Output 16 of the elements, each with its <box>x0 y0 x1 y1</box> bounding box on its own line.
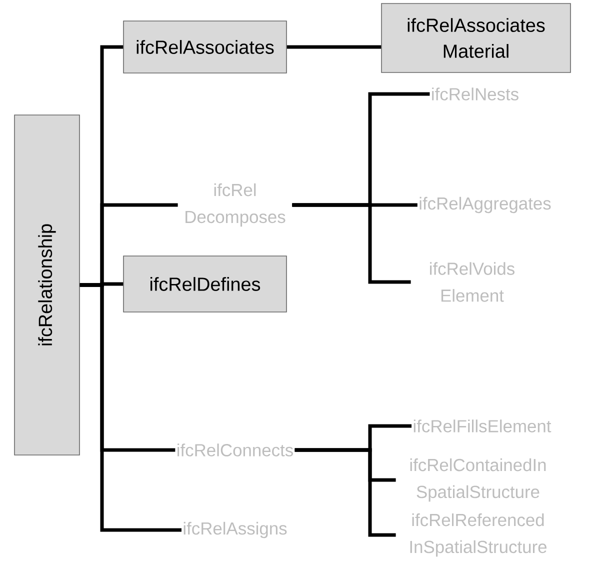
class-name: ifcRelNests <box>432 88 518 100</box>
connector-line <box>286 45 382 49</box>
class-name: ifcRelAssigns <box>184 522 287 538</box>
connector-line <box>80 283 182 532</box>
connector-line <box>294 448 396 537</box>
class-name: ifcRelVoids Element <box>430 262 514 302</box>
class-box: ifcRelAssociates Material <box>381 3 571 73</box>
class-name: ifcRelAggregates <box>420 196 551 214</box>
class-box: ifcRelAssociates <box>123 20 287 74</box>
class-box: ifcRelationship <box>14 114 80 456</box>
class-name: ifcRelReferenced InSpatialStructure <box>410 513 546 557</box>
class-name: ifcRelConnects <box>178 444 293 456</box>
connector-line <box>292 203 411 284</box>
class-name: ifcRelFillsElement <box>414 420 552 432</box>
class-box: ifcRelDefines <box>123 256 287 312</box>
class-name: ifcRel Decomposes <box>186 183 286 227</box>
